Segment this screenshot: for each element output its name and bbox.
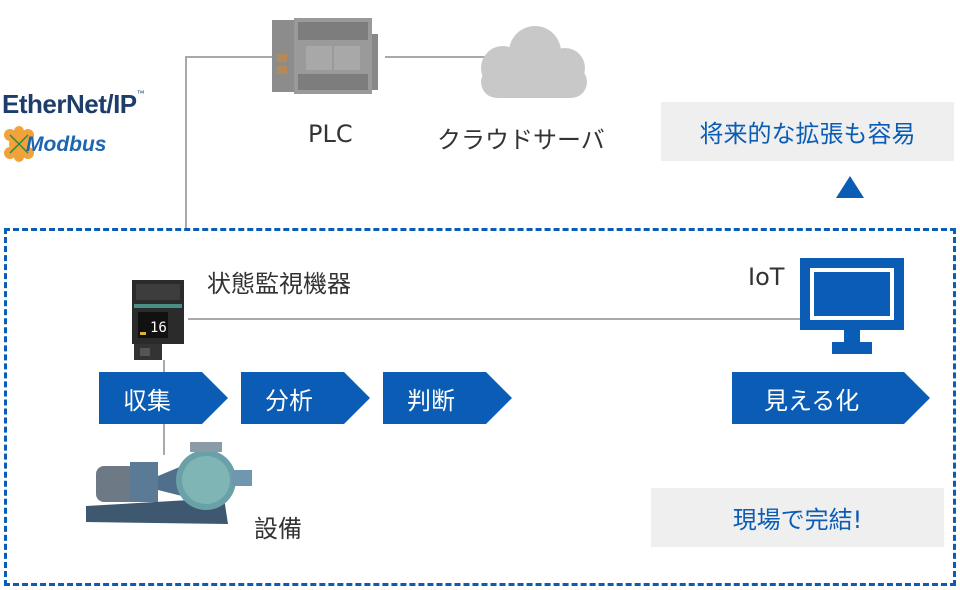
- iot-label: IoT: [748, 263, 785, 291]
- step-visualize: 見える化: [732, 372, 930, 424]
- monitoring-device-label: 状態監視機器: [207, 270, 351, 298]
- pump-equipment-icon: [82, 436, 252, 532]
- cloud-server-label: クラウドサーバ: [437, 126, 605, 154]
- svg-text:16: 16: [150, 320, 167, 336]
- up-arrow-icon: [836, 176, 864, 198]
- plc-label: PLC: [308, 120, 353, 148]
- expansion-note: 将来的な拡張も容易: [661, 102, 954, 161]
- step-judge: 判断: [383, 372, 512, 424]
- ethernet-ip-logo: EtherNet/IP™: [2, 89, 145, 120]
- step-analyze: 分析: [241, 372, 370, 424]
- connector-plc-horizontal: [185, 56, 285, 58]
- monitoring-device-icon: 16: [128, 272, 188, 360]
- complete-on-site-note: 現場で完結!: [651, 488, 944, 547]
- connector-monitor-iot: [188, 318, 800, 320]
- cloud-server-icon: [473, 22, 591, 98]
- modbus-text: Modbus: [26, 133, 107, 156]
- trademark-mark: ™: [136, 89, 145, 98]
- iot-monitor-icon: [800, 258, 904, 354]
- modbus-logo-icon: [2, 126, 36, 162]
- step-collect: 収集: [99, 372, 228, 424]
- equipment-label: 設備: [254, 515, 302, 543]
- on-site-boundary: [4, 228, 956, 586]
- connector-plc-cloud: [385, 56, 495, 58]
- ethernet-ip-text: EtherNet/IP: [2, 89, 137, 119]
- connector-plc-left: [185, 56, 187, 230]
- plc-device-icon: [272, 14, 378, 98]
